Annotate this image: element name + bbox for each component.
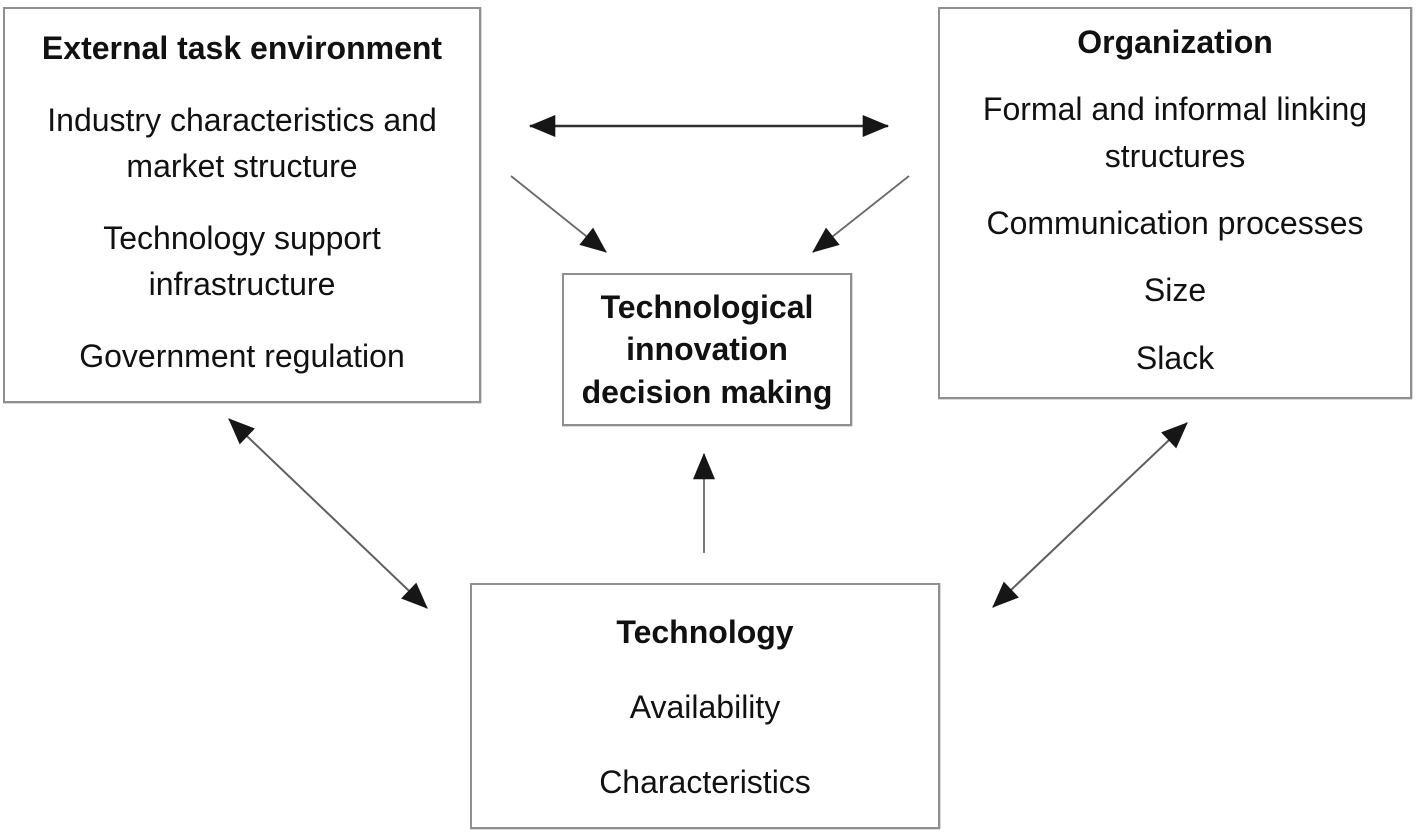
box-technological-innovation-decision-making: Technological innovation decision making xyxy=(562,273,852,426)
box-external-task-environment: External task environment Industry chara… xyxy=(3,7,481,403)
organization-item-slack: Slack xyxy=(1135,339,1215,376)
arrow-external-technology xyxy=(228,418,428,609)
box-technology: Technology Availability Characteristics xyxy=(470,583,940,829)
technology-item-availability: Availability xyxy=(629,688,781,725)
external-item-industry: Industry characteristics and market stru… xyxy=(47,101,437,184)
arrow-organization-decision xyxy=(812,175,910,253)
organization-box-title: Organization xyxy=(1077,24,1273,60)
organization-item-linking: Formal and informal linking structures xyxy=(982,91,1368,174)
technology-box-title: Technology xyxy=(616,614,794,650)
external-box-title: External task environment xyxy=(41,30,443,66)
arrow-external-decision xyxy=(510,175,607,253)
technology-item-characteristics: Characteristics xyxy=(599,763,811,800)
box-organization: Organization Formal and informal linking… xyxy=(938,7,1412,399)
external-item-government: Government regulation xyxy=(79,337,405,374)
decision-box-title: Technological innovation decision making xyxy=(581,289,833,410)
external-item-tech-support: Technology support infrastructure xyxy=(103,219,381,302)
organization-item-size: Size xyxy=(1143,272,1207,309)
organization-item-communication: Communication processes xyxy=(986,204,1364,241)
arrow-organization-technology xyxy=(992,422,1188,608)
